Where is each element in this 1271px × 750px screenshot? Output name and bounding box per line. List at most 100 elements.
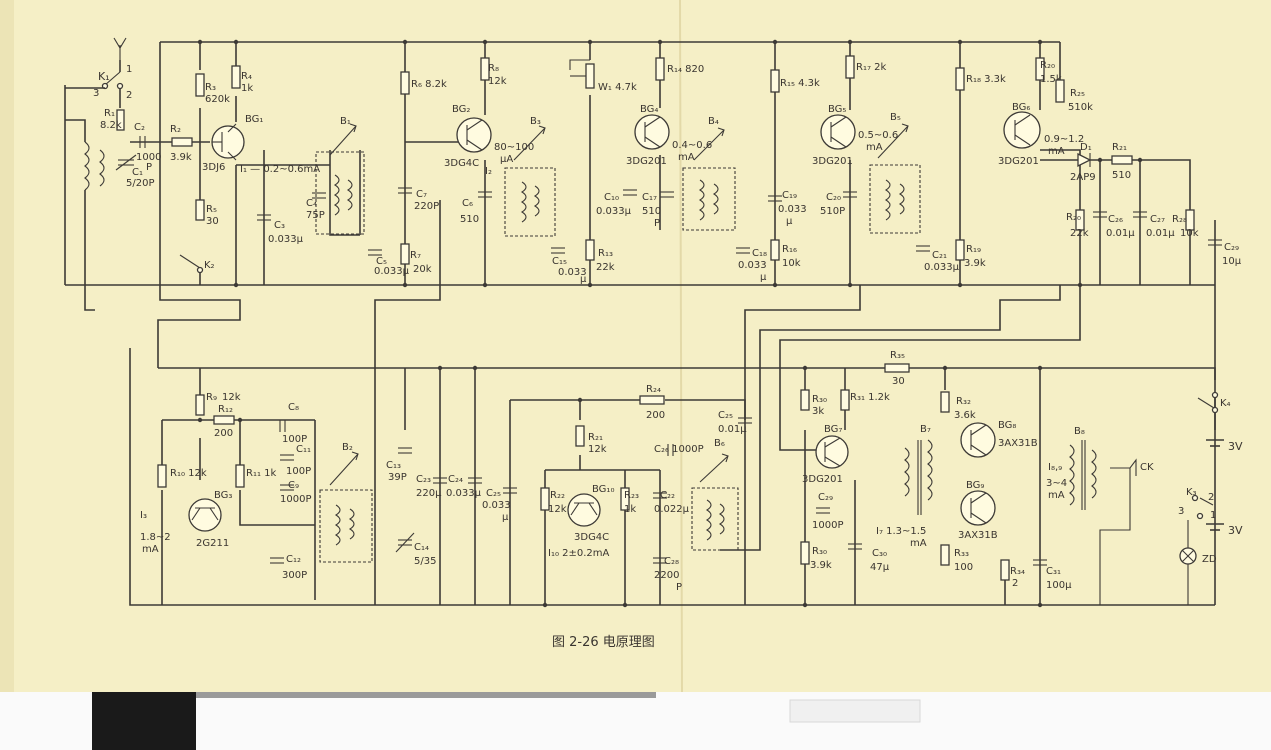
paper-left-shadow: [0, 0, 14, 692]
label-r4: R₄: [241, 71, 252, 82]
label-c31: C₃₁: [1046, 566, 1061, 577]
earphone-jack-ck: [1099, 458, 1137, 605]
value-c29b: 1000P: [812, 520, 843, 531]
transformer-b4: [682, 127, 736, 231]
resistor-r4: [231, 65, 241, 89]
label-c1: C₁: [132, 167, 143, 178]
label-r17: R₁₇ 2k: [856, 62, 887, 73]
unit-i4: mA: [678, 152, 695, 163]
resistor-r15: [770, 69, 780, 93]
label-r6: R₆ 8.2k: [411, 79, 447, 90]
resistor-r6: [400, 71, 410, 95]
label-r19: R₁₉: [966, 244, 981, 255]
value-r30: 3k: [812, 406, 824, 417]
transformer-b8: [1069, 440, 1097, 510]
antenna-coil: [65, 119, 105, 311]
label-i7: I₇ 1.3~1.5: [876, 526, 926, 537]
value-r22: 12k: [548, 504, 567, 515]
label-c20: C₂₀: [826, 192, 841, 203]
capacitor-c25b: [738, 417, 752, 424]
unit-i6: mA: [1048, 146, 1065, 157]
unit-c2: P: [146, 162, 152, 173]
label-r2: R₂: [170, 124, 181, 135]
type-bg3: 2G211: [196, 538, 229, 549]
label-r25: R₂₅: [1070, 88, 1085, 99]
label-r22: R₂₂: [550, 490, 565, 501]
label-c12: C₁₂: [286, 554, 301, 565]
resistor-r31: [840, 389, 850, 411]
value-c29: 10μ: [1222, 256, 1242, 267]
capacitor-c15: [551, 247, 565, 254]
transformer-b5: [869, 123, 921, 234]
label-c23: C₂₃: [416, 474, 431, 485]
resistor-r1: [116, 109, 125, 131]
label-bg1: BG₁: [245, 114, 263, 125]
transformer-b2: [319, 451, 373, 563]
label-r34: R₃₄: [1010, 566, 1025, 577]
label-b3: B₃: [530, 116, 541, 127]
value-c3: 0.033μ: [268, 234, 304, 245]
label-r11: R₁₁ 1k: [246, 468, 277, 479]
value-c14: 5/35: [414, 556, 436, 567]
resistor-r32: [940, 391, 950, 413]
resistor-r21b: [575, 425, 585, 447]
label-r3: R₃: [205, 82, 216, 93]
label-c13: C₁₃: [386, 460, 401, 471]
value-c7: 220P: [414, 201, 439, 212]
label-b8: B₈: [1074, 426, 1085, 437]
label-i10: I₁₀ 2±0.2mA: [548, 548, 610, 559]
label-c9: C₉: [288, 480, 299, 491]
capacitor-c29: [1208, 239, 1222, 246]
value-c25: 0.033: [482, 500, 511, 511]
capacitor-c2: [139, 136, 146, 148]
capacitor-c17: [660, 191, 674, 198]
label-c19: C₁₉: [782, 190, 797, 201]
label-r21: R₂₁: [1112, 142, 1127, 153]
label-c10: C₁₀: [604, 192, 619, 203]
label-r12: R₁₂: [218, 404, 233, 415]
resistor-r30b: [800, 541, 810, 565]
resistor-r16: [770, 239, 780, 261]
switch-k2: [179, 254, 204, 285]
label-c29b: C₂₉: [818, 492, 833, 503]
value-c21: 0.033μ: [924, 262, 960, 273]
type-bg10: 3DG4C: [574, 532, 609, 543]
unit-c28: P: [676, 582, 682, 593]
label-r28: R₂₈: [1172, 214, 1187, 225]
value-c28: 2200: [654, 570, 679, 581]
value-c9: 1000P: [280, 494, 311, 505]
unit-i2: μA: [500, 154, 513, 165]
value-r9: 12k: [222, 392, 241, 403]
type-bg1: 3DJ6: [202, 162, 225, 173]
capacitor-c27: [1133, 211, 1147, 218]
capacitor-c23: [433, 477, 447, 484]
transistor-bg10: [567, 493, 601, 527]
resistor-r35: [884, 363, 910, 373]
resistor-r2: [171, 137, 193, 147]
value-i3: 1.8~2: [140, 532, 171, 543]
value-i89: 3~4: [1046, 478, 1067, 489]
value-r8: 12k: [488, 76, 507, 87]
value-c18: 0.033: [738, 260, 767, 271]
label-c18: C₁₈: [752, 248, 767, 259]
value-r1: 8.2k: [100, 120, 122, 131]
capacitor-c6: [478, 191, 492, 198]
label-r31: R₃₁ 1.2k: [850, 392, 890, 403]
label-r7: R₇: [410, 250, 421, 261]
label-r1: R₁: [104, 108, 115, 119]
figure-caption: 图 2-26 电原理图: [552, 635, 655, 650]
label-b2: B₂: [342, 442, 353, 453]
value-r28: 10k: [1180, 228, 1199, 239]
value-c31: 100μ: [1046, 580, 1072, 591]
value-c6: 510: [460, 214, 479, 225]
value-c4: 75P: [306, 210, 325, 221]
capacitor-c20: [843, 191, 857, 198]
value-c12: 300P: [282, 570, 307, 581]
junction-dots: [197, 39, 1143, 608]
value-c22: 0.022μ: [654, 504, 690, 515]
capacitor-c31: [1033, 559, 1047, 566]
capacitor-c19: [768, 195, 782, 202]
transistor-bg1: [211, 123, 245, 161]
value-c19: 0.033: [778, 204, 807, 215]
